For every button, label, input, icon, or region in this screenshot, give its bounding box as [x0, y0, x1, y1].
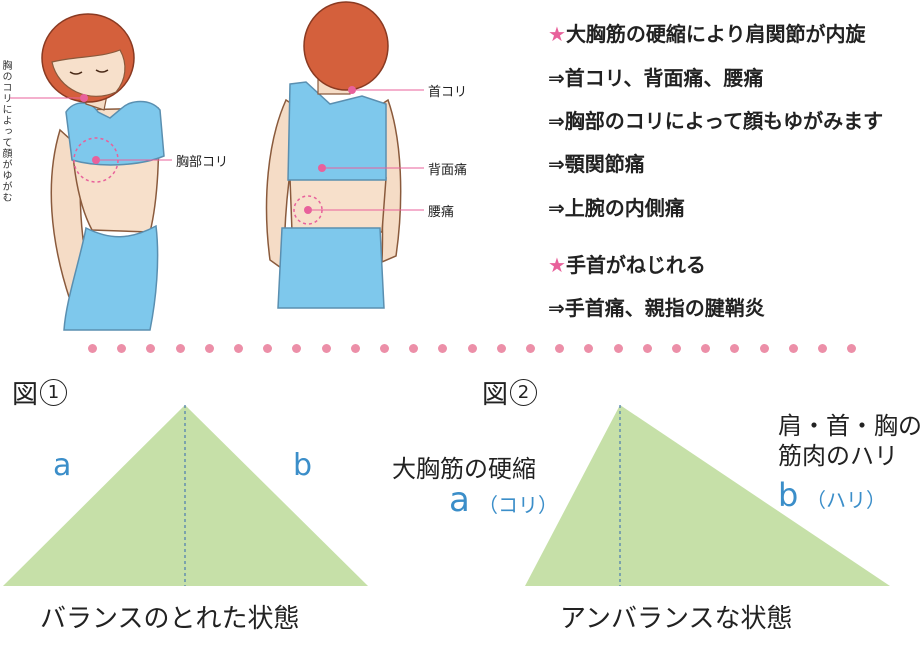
figure2-right-text-line1: 肩・首・胸の [778, 412, 921, 440]
divider-dot [380, 344, 389, 353]
list-item: ⇒首コリ、背面痛、腰痛 [548, 66, 764, 90]
figure1-label-a: a [53, 448, 72, 483]
divider-dot [234, 344, 243, 353]
divider-dot [613, 344, 623, 353]
figure2-label-a-note: （コリ） [478, 493, 558, 517]
figure2-triangle [525, 405, 890, 586]
divider-dot [350, 344, 360, 353]
list-item: ⇒手首痛、親指の腱鞘炎 [548, 296, 765, 320]
divider-dot [788, 344, 798, 353]
divider-dot [526, 344, 535, 353]
label-lower-back-pain: 腰痛 [428, 205, 455, 220]
divider-dot [409, 344, 419, 353]
divider-dot [204, 344, 214, 353]
divider-dot [117, 344, 127, 353]
list-item: ⇒顎関節痛 [548, 152, 645, 176]
divider-dot [496, 344, 506, 353]
figure2-label-b: b [778, 476, 799, 514]
dotted-divider [88, 344, 878, 358]
vertical-caption: 胸のコリによって顔がゆがむ [0, 60, 11, 203]
list-item: ★手首がねじれる [548, 253, 706, 277]
divider-dot [584, 344, 594, 353]
divider-dot [701, 344, 711, 353]
divider-dot [146, 344, 156, 353]
divider-dot [292, 344, 302, 353]
star-icon: ★ [548, 22, 566, 46]
divider-dot [818, 344, 827, 353]
divider-dot [321, 344, 331, 353]
list-item: ★大胸筋の硬縮により肩関節が内旋 [548, 22, 866, 46]
figure2-left-text: 大胸筋の硬縮 [392, 455, 536, 483]
label-back-pain: 背面痛 [428, 163, 468, 178]
label-chest-stiffness: 胸部コリ [176, 155, 229, 170]
figure2-diagram [525, 405, 890, 586]
figure2-right-text-line2: 筋肉のハリ [778, 442, 898, 470]
figure2-label-a: a [449, 480, 470, 520]
divider-dot [88, 344, 97, 353]
label-neck-stiffness: 首コリ [428, 85, 468, 100]
star-icon: ★ [548, 253, 566, 277]
figure1-caption: バランスのとれた状態 [40, 604, 300, 634]
face-marker [80, 94, 88, 102]
figure2-caption: アンバランスな状態 [560, 604, 793, 634]
posture-illustration [10, 1, 424, 331]
front-view-woman [10, 13, 172, 331]
figure2-number: 2 [510, 379, 538, 406]
divider-dot [175, 344, 185, 353]
figure2-label-b-note: （ハリ） [806, 488, 886, 512]
list-item: ⇒胸部のコリによって顔もゆがみます [548, 109, 884, 133]
divider-dot [467, 344, 477, 353]
divider-dot [759, 344, 769, 353]
figure1-diagram [3, 405, 368, 586]
divider-dot [555, 344, 565, 353]
divider-dot [730, 344, 740, 353]
divider-dot [672, 344, 681, 353]
figure1-label-b: b [293, 448, 313, 483]
list-item: ⇒上腕の内側痛 [548, 196, 685, 220]
divider-dot [263, 344, 273, 353]
figure1-number: 1 [40, 379, 68, 406]
back-view-woman [265, 1, 424, 309]
divider-dot [438, 344, 448, 353]
divider-dot [847, 344, 857, 353]
divider-dot [642, 344, 652, 353]
